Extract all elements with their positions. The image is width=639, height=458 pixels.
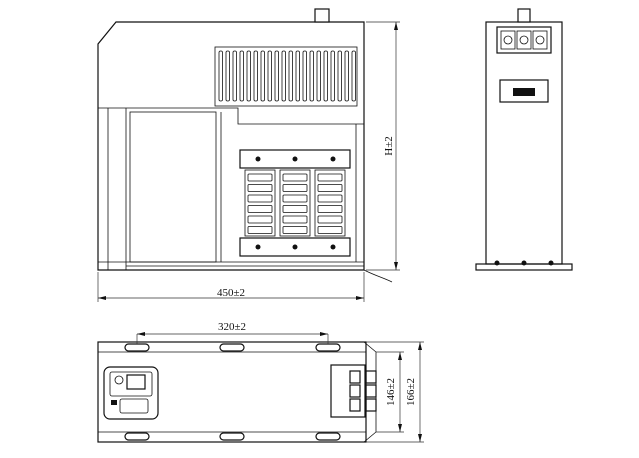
outer-depth-dimension: 166±2 [366, 341, 424, 443]
mount-spacing-label: 320±2 [218, 321, 246, 333]
width-dimension: 450±2 [97, 272, 365, 302]
side-view [475, 8, 573, 271]
side-connector [517, 8, 531, 23]
height-dimension: H±2 [366, 21, 400, 271]
front-view [97, 8, 393, 283]
terminal-block [239, 149, 351, 257]
top-connector [314, 8, 330, 23]
inner-depth-label: 146±2 [385, 378, 397, 406]
vent-grille [218, 50, 356, 102]
mount-spacing-dimension: 320±2 [136, 321, 329, 344]
mounting-slots [124, 343, 341, 441]
controller-display [103, 366, 159, 420]
height-label: H±2 [383, 136, 395, 155]
inner-depth-dimension: 146±2 [376, 351, 404, 433]
width-label: 450±2 [217, 287, 245, 299]
terminal-end [330, 341, 377, 443]
outer-depth-label: 166±2 [405, 378, 417, 406]
top-view [97, 341, 377, 443]
